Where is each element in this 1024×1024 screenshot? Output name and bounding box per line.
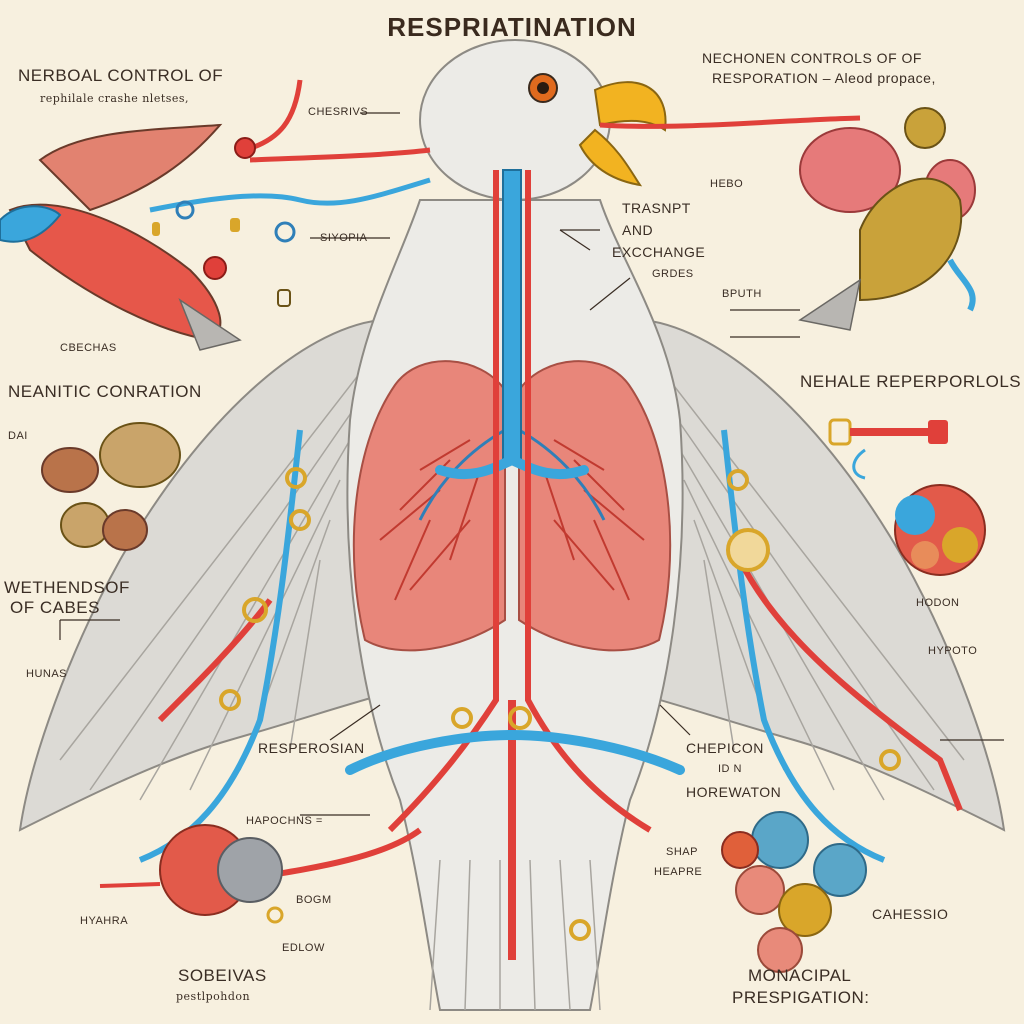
gold-nodes bbox=[219, 467, 901, 941]
label-hyahra: HYAHRA bbox=[80, 915, 129, 927]
label-nehale: NEHALE REPERPORLOLS bbox=[800, 372, 1022, 391]
organ-bottom-left bbox=[99, 824, 284, 924]
label-cahessio: CAHESSIO bbox=[872, 906, 949, 922]
leader-lines bbox=[59, 112, 1004, 816]
lungs bbox=[352, 360, 672, 652]
label-transport-3: EXCCHANGE bbox=[612, 244, 706, 260]
cell-cluster-right bbox=[894, 484, 986, 576]
cell-cluster-bottom-right bbox=[721, 811, 867, 973]
trachea bbox=[502, 169, 522, 461]
label-neanitic: NEANITIC CONRATION bbox=[8, 382, 202, 401]
small-bird-top-left bbox=[0, 123, 242, 351]
beak-upper bbox=[593, 81, 667, 132]
label-hypoto: HYPOTO bbox=[928, 645, 978, 657]
label-chepicon-1: CHEPICON bbox=[686, 740, 764, 756]
label-bputh: BPUTH bbox=[722, 288, 762, 300]
left-wing bbox=[18, 318, 402, 832]
small-bird-top-right bbox=[798, 107, 976, 331]
label-wethendsof-1: WETHENDSOF bbox=[4, 578, 130, 597]
cell-cluster-left bbox=[41, 422, 181, 551]
label-monacipal-1: MONACIPAL bbox=[748, 966, 852, 985]
label-hebo: HEBO bbox=[710, 178, 744, 190]
label-hunas: HUNAS bbox=[26, 668, 68, 680]
label-top-right-sub: RESPORATION – Aleod propace, bbox=[712, 70, 936, 86]
label-transport-4: GRDES bbox=[652, 268, 694, 280]
label-sobeivas-1: SOBEIVAS bbox=[178, 966, 267, 985]
label-chepicon-3: HOREWATON bbox=[686, 784, 782, 800]
diagram-title: RESPRIATINATION bbox=[387, 12, 637, 42]
label-dai: DAI bbox=[8, 430, 28, 442]
label-bogm: BOGM bbox=[296, 894, 332, 906]
beak-lower bbox=[578, 128, 643, 187]
label-top-left-heading: NERBOAL CONTROL OF bbox=[18, 66, 224, 85]
label-transport-2: AND bbox=[622, 222, 654, 238]
label-wethendsof-2: OF CABES bbox=[10, 598, 100, 617]
label-monacipal-2: PRESPIGATION: bbox=[732, 988, 870, 1007]
label-shap-1: SHAP bbox=[666, 846, 698, 858]
label-resperosian: RESPEROSIAN bbox=[258, 740, 365, 756]
label-hodon: HODON bbox=[916, 597, 960, 609]
label-edlow: EDLOW bbox=[282, 942, 325, 954]
brain-icon bbox=[799, 127, 901, 213]
label-transport-1: TRASNPT bbox=[622, 200, 691, 216]
label-siyopia: SIYOPIA bbox=[320, 232, 368, 244]
bird-head bbox=[419, 39, 667, 201]
label-hapochns: HAPOCHNS = bbox=[246, 815, 323, 827]
label-cbechas: CBECHAS bbox=[60, 342, 117, 354]
key-device-right bbox=[828, 418, 948, 480]
label-chesrivs: CHESRIVS bbox=[308, 106, 369, 118]
label-sobeivas-2: pestlpohdon bbox=[176, 990, 251, 1003]
trachea-and-vessels bbox=[138, 169, 963, 960]
label-chepicon-2: ID N bbox=[718, 763, 742, 775]
label-top-right-heading: NECHONEN CONTROLS OF OF bbox=[702, 50, 922, 66]
label-top-left-sub: rephilale crashe nletses, bbox=[40, 92, 190, 105]
label-shap-2: HEAPRE bbox=[654, 866, 703, 878]
top-connectors bbox=[149, 79, 861, 307]
